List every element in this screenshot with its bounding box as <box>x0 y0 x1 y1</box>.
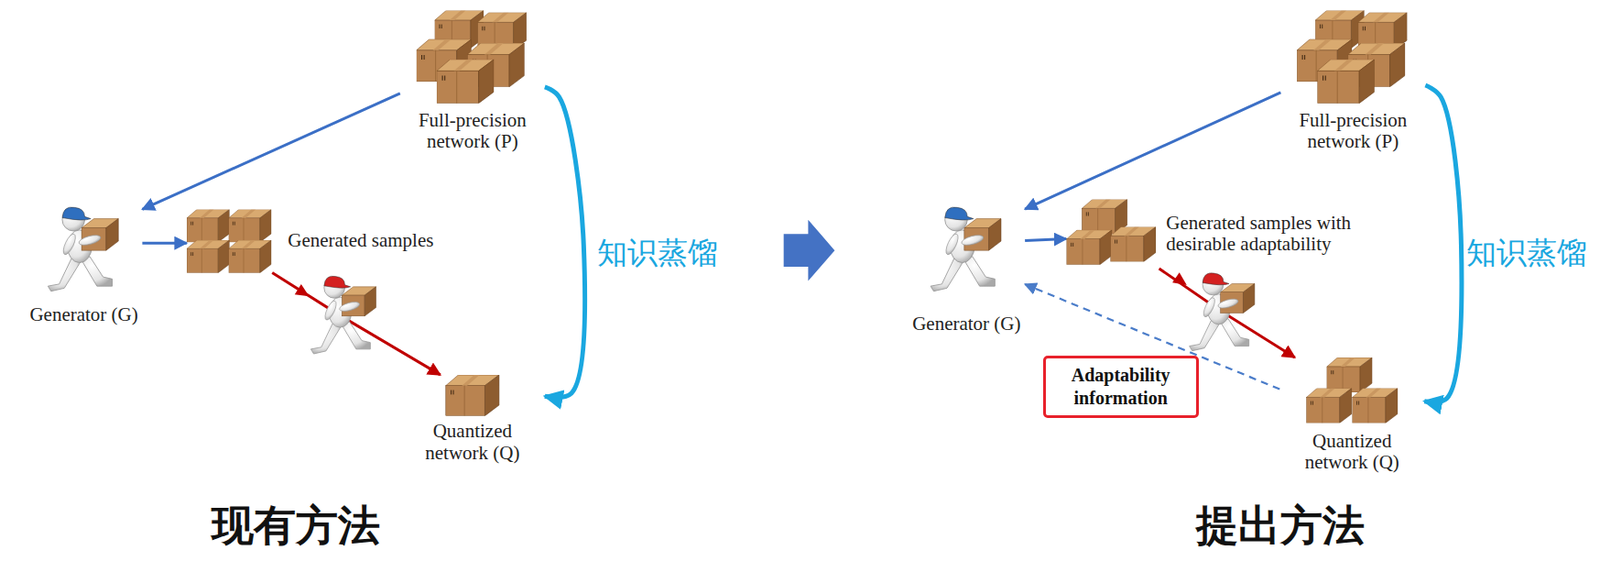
node-label: Quantized network (Q) <box>1283 430 1421 473</box>
node-label: Generator (G) <box>29 304 138 326</box>
illustrated-node: Quantized network (Q) <box>1279 357 1425 476</box>
node-label: Generator (G) <box>912 313 1021 335</box>
arrow-connector <box>1159 268 1296 358</box>
node-label: Full-precision network (P) <box>403 109 542 153</box>
arrow-connector <box>141 93 400 209</box>
arrow-connector <box>1424 85 1462 403</box>
illustrated-node: Full-precision network (P) <box>400 10 545 155</box>
arrow-connector <box>1024 92 1281 209</box>
callout-box: Adaptability information <box>1043 355 1199 418</box>
illustrated-node: Generated samples <box>186 208 438 273</box>
node-label: Generated samples <box>287 229 434 251</box>
edge-label: 知识蒸馏 <box>1466 234 1588 272</box>
edge-label: 知识蒸馏 <box>597 234 719 272</box>
illustrated-node: Quantized network (Q) <box>400 374 545 467</box>
arrow-connector <box>272 272 441 374</box>
arrow-connector <box>141 241 186 245</box>
illustrated-node: Full-precision network (P) <box>1280 10 1426 155</box>
illustrated-node: Generated samples with desirable adaptab… <box>1066 198 1390 269</box>
panel-title: 提出方法 <box>1196 500 1365 551</box>
node-label: Quantized network (Q) <box>403 420 542 463</box>
node-label: Full-precision network (P) <box>1284 109 1422 153</box>
illustrated-node: Generator (G) <box>908 198 1025 338</box>
panel-title: 现有方法 <box>211 500 381 551</box>
node-label: Generated samples with desirable adaptab… <box>1165 212 1386 255</box>
illustrated-node: Generator (G) <box>25 198 142 328</box>
arrow-connector <box>544 87 586 398</box>
arrow-connector <box>1024 239 1067 241</box>
